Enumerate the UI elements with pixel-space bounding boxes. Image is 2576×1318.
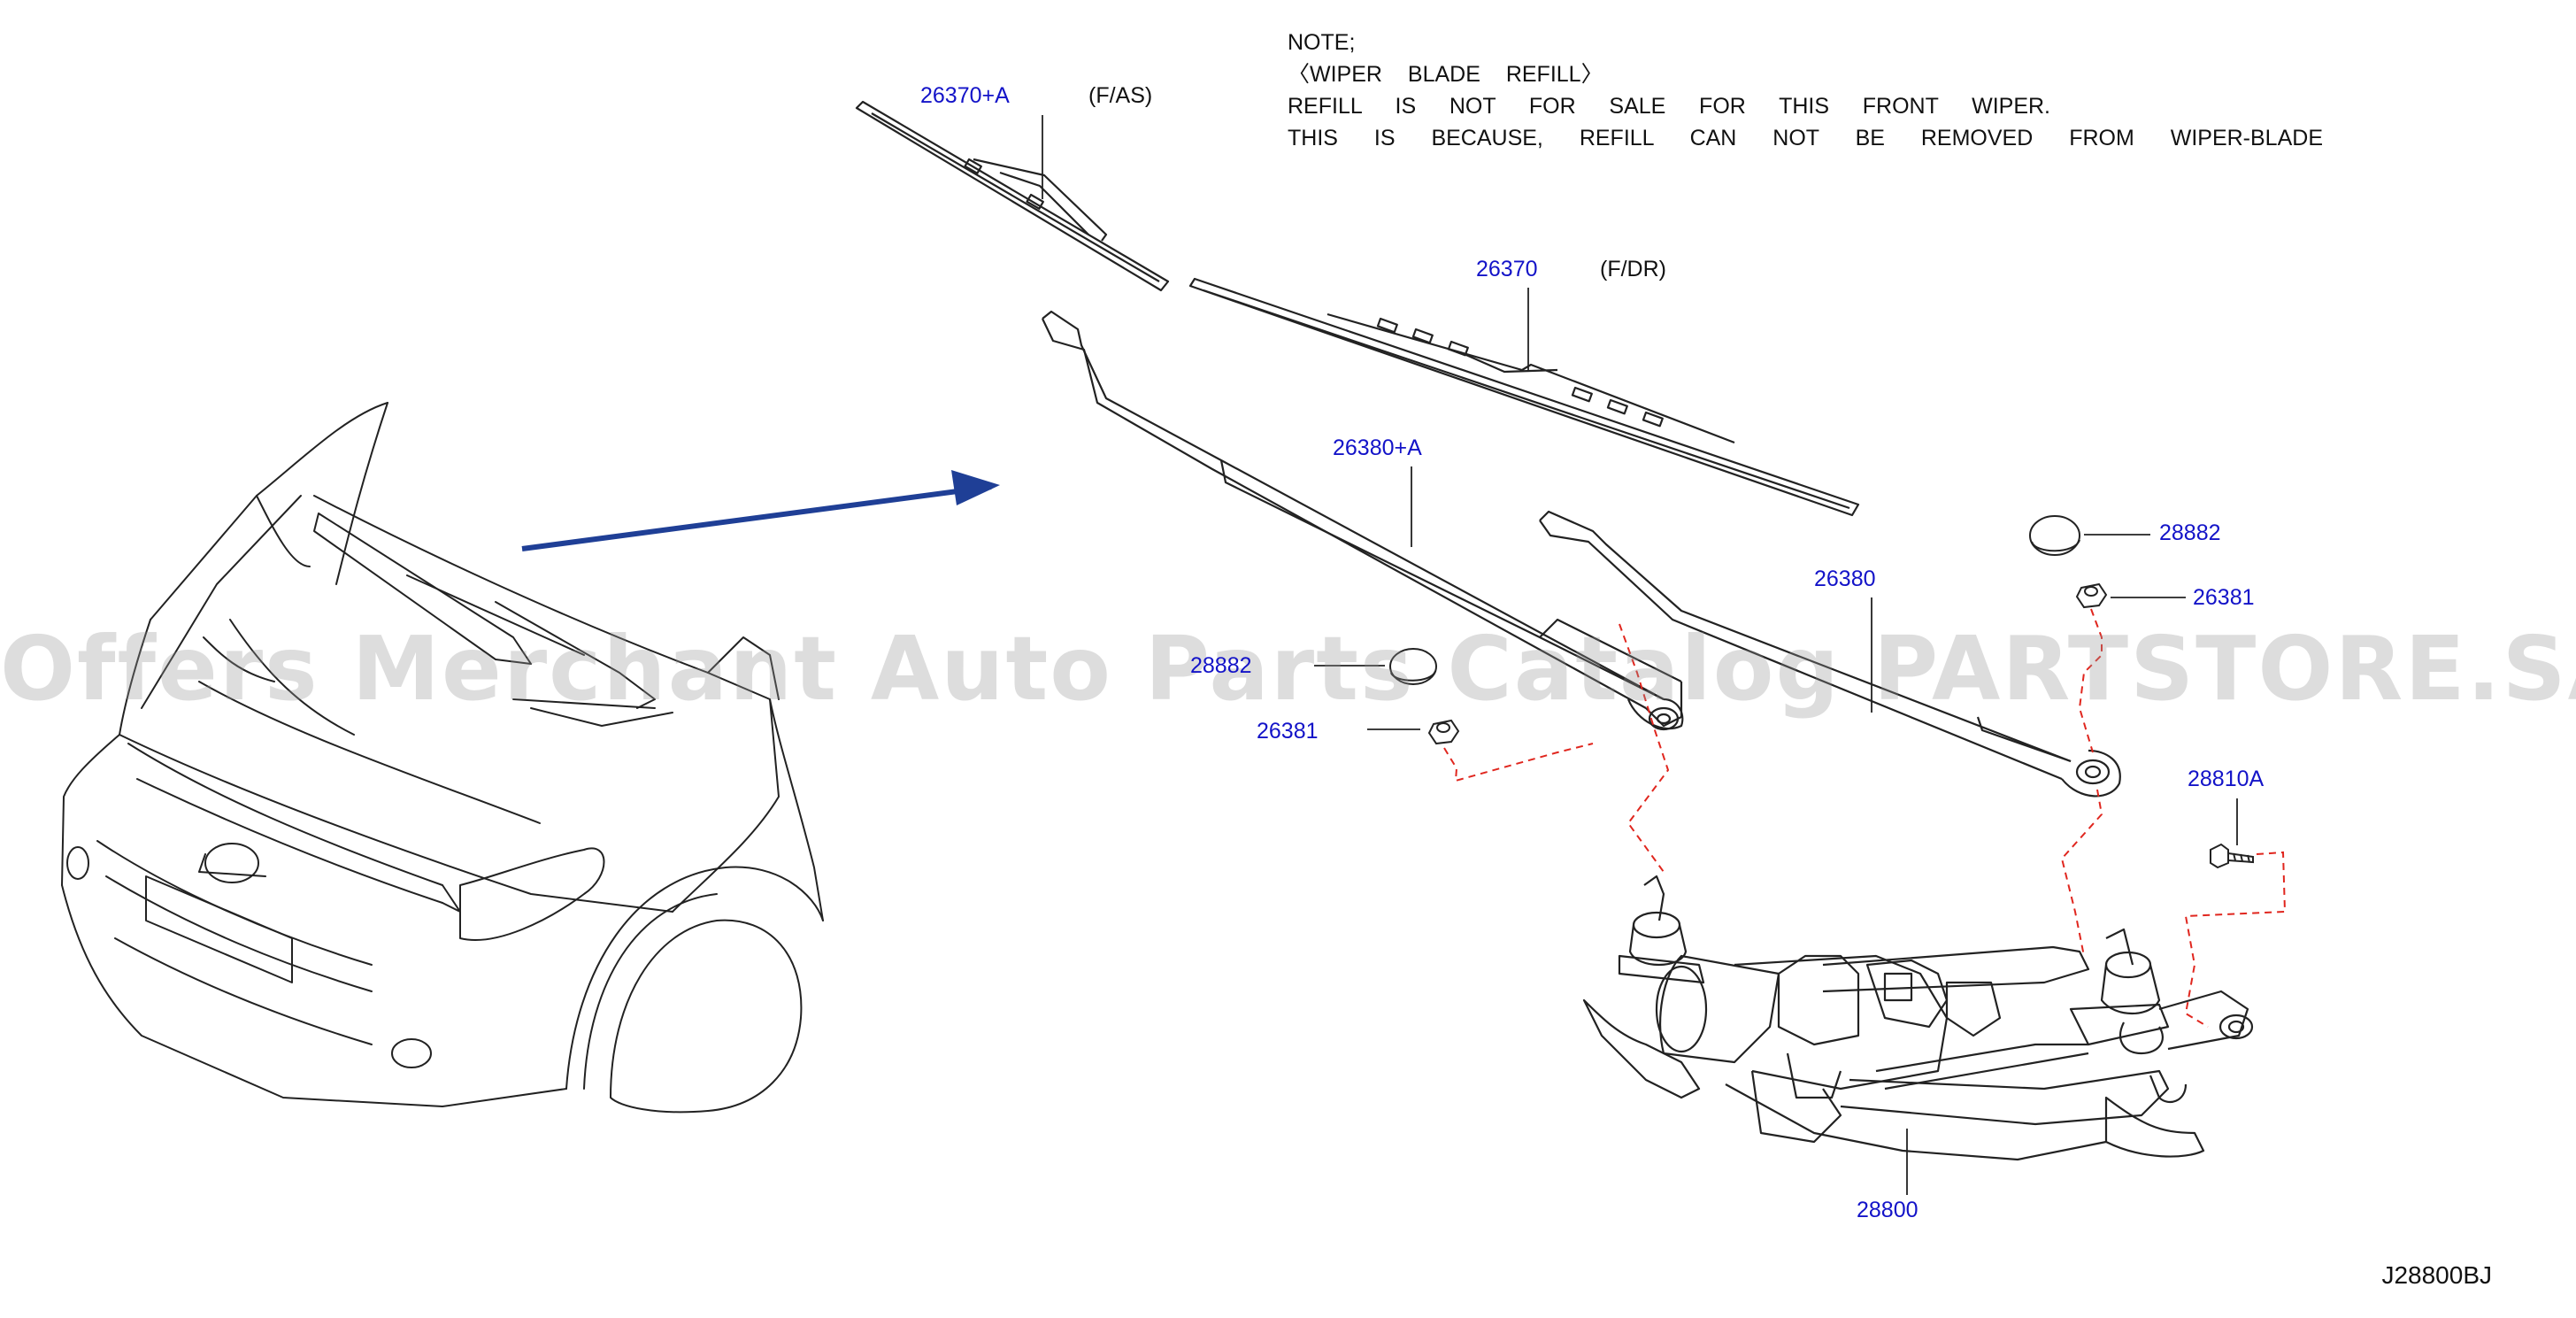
nut-left	[1427, 719, 1460, 745]
refill-note: NOTE; 〈WIPER BLADE REFILL〉 REFILL IS NOT…	[1288, 27, 2323, 154]
wiper-linkage-motor-assembly	[1582, 875, 2254, 1161]
diagram-code: J28800BJ	[2381, 1261, 2492, 1289]
pivot-cap-left	[1389, 648, 1437, 685]
wiper-blade-driver	[1188, 277, 1860, 517]
wiper-blade-passenger	[855, 100, 1170, 292]
watermark: Offers Merchant Auto Parts Catalog PARTS…	[0, 617, 2576, 721]
leader-lines	[1042, 115, 2238, 1195]
pointer-arrow	[521, 484, 992, 551]
note-line-1: REFILL IS NOT FOR SALE FOR THIS FRONT WI…	[1288, 94, 2050, 119]
car-front-illustration	[61, 402, 824, 1114]
part-label-nut-left[interactable]: 26381	[1257, 719, 1319, 744]
part-label-arm-passenger[interactable]: 26380+A	[1333, 435, 1422, 460]
note-heading: NOTE;	[1288, 30, 1356, 55]
arrowhead-icon	[951, 470, 1000, 505]
part-label-arm-driver[interactable]: 26380	[1814, 567, 1876, 591]
part-label-cap-left[interactable]: 28882	[1190, 653, 1252, 678]
part-label-nut-right[interactable]: 26381	[2193, 585, 2255, 610]
part-label-linkage-motor[interactable]: 28800	[1857, 1198, 1919, 1222]
qualifier-passenger: (F/AS)	[1088, 83, 1153, 108]
note-line-2: THIS IS BECAUSE, REFILL CAN NOT BE REMOV…	[1288, 126, 2323, 150]
wiper-arm-driver	[1539, 510, 2121, 798]
wiper-arm-passenger	[1042, 310, 1684, 731]
note-subheading: 〈WIPER BLADE REFILL〉	[1288, 62, 1603, 87]
bolt	[2210, 843, 2254, 869]
qualifier-driver: (F/DR)	[1600, 257, 1666, 281]
part-label-cap-right[interactable]: 28882	[2159, 520, 2221, 545]
part-label-bolt[interactable]: 28810A	[2188, 767, 2265, 791]
part-label-blade-passenger[interactable]: 26370+A	[920, 83, 1010, 108]
assembly-dashed-lines	[1443, 608, 2287, 1028]
nut-right	[2075, 582, 2108, 609]
part-label-blade-driver[interactable]: 26370	[1476, 257, 1538, 281]
pivot-cap-right	[2029, 515, 2080, 556]
